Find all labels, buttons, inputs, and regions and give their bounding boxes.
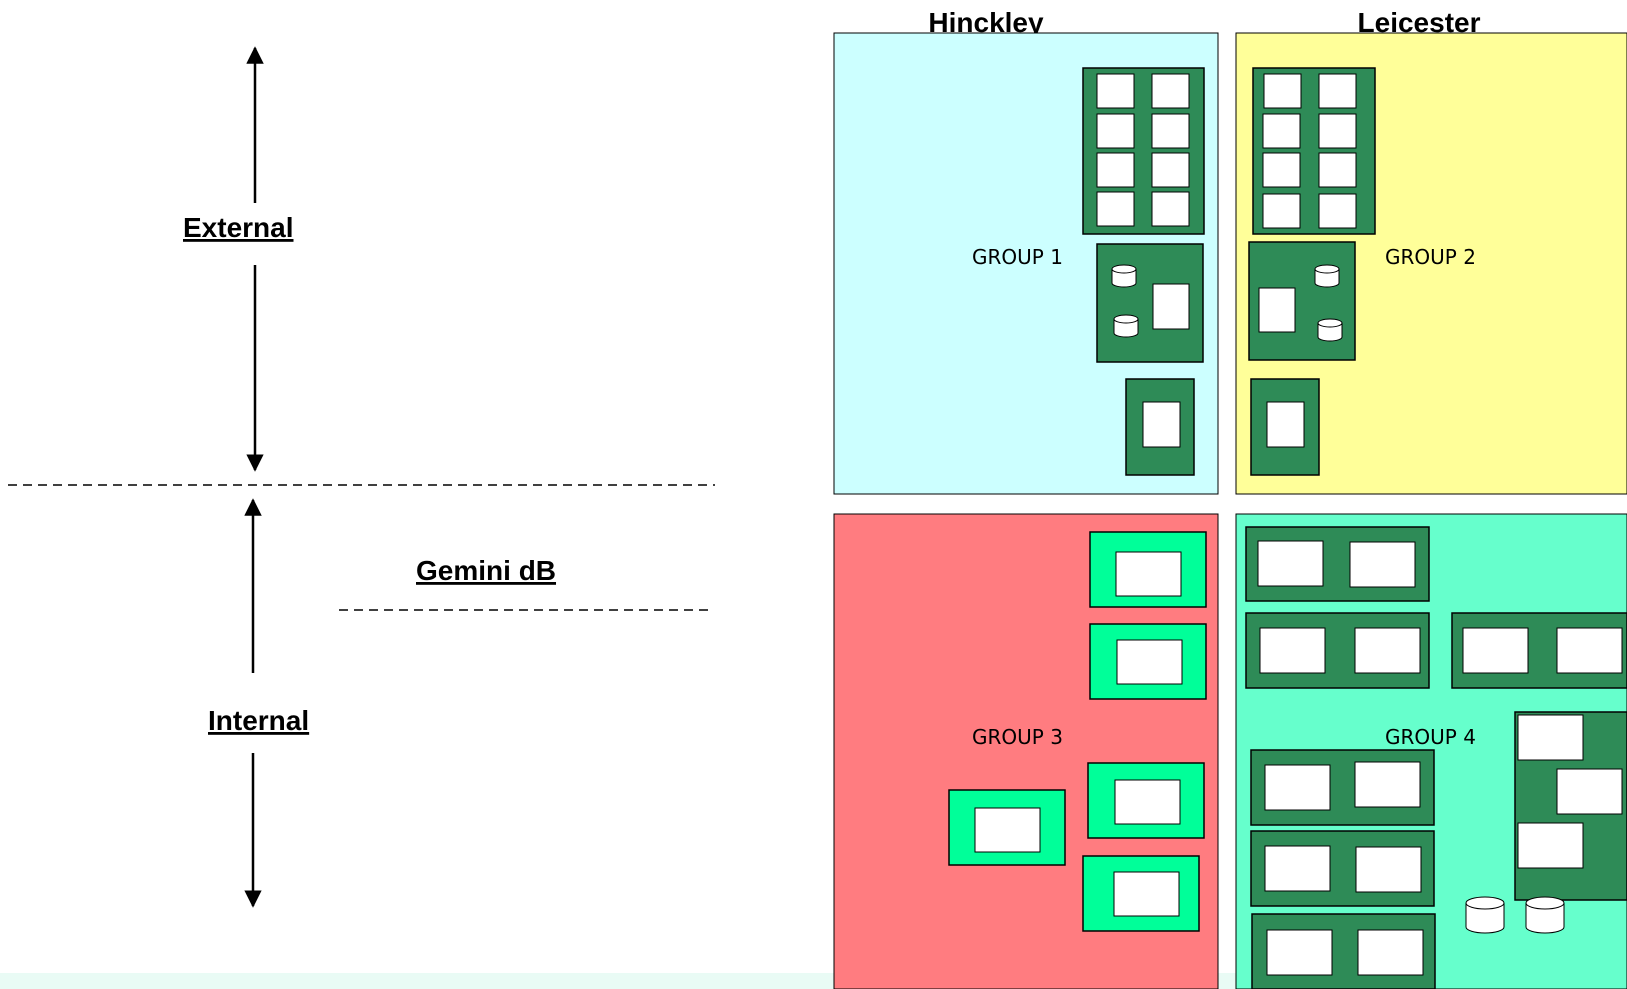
group3-unit <box>948 789 1066 866</box>
database-icon <box>1111 264 1137 288</box>
hinckley-small-server <box>1125 378 1195 476</box>
group4-unit <box>1245 612 1430 689</box>
database-icon <box>1314 264 1340 288</box>
group4-unit <box>1451 612 1627 689</box>
gemini-label: Gemini dB <box>416 555 556 586</box>
external-label: External <box>183 212 294 243</box>
database-icon <box>1113 314 1139 338</box>
leicester-db-server <box>1248 241 1356 361</box>
database-icon <box>1465 896 1505 934</box>
hinckley-db-server <box>1096 243 1204 363</box>
group1-label: GROUP 1 <box>972 245 1063 269</box>
bottom-strip <box>0 973 1627 989</box>
group4-label: GROUP 4 <box>1385 725 1476 749</box>
group4-unit <box>1250 749 1435 826</box>
group4-unit <box>1250 830 1435 907</box>
hinckley-server-rack <box>1082 67 1205 235</box>
group3-unit <box>1087 762 1205 839</box>
group3-label: GROUP 3 <box>972 725 1063 749</box>
leicester-small-server <box>1250 378 1320 476</box>
leicester-server-rack <box>1252 67 1376 235</box>
database-icon <box>1317 318 1343 342</box>
internal-label: Internal <box>208 705 309 736</box>
group4-unit <box>1251 913 1436 989</box>
database-icon <box>1525 896 1565 934</box>
group3-unit <box>1089 531 1207 608</box>
group3-unit <box>1089 623 1207 700</box>
group3-unit <box>1082 855 1200 932</box>
group4-tall-unit <box>1514 711 1627 901</box>
group4-unit <box>1245 526 1430 602</box>
group2-label: GROUP 2 <box>1385 245 1476 269</box>
